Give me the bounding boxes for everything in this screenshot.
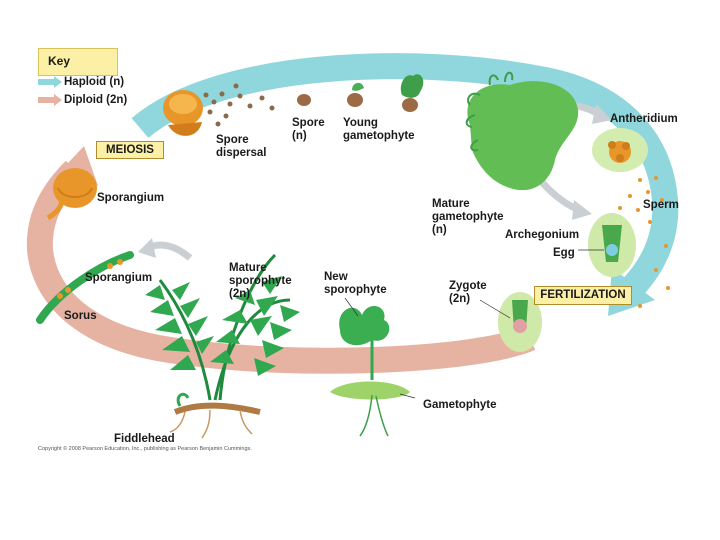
gametophyte-label: Gametophyte (423, 399, 497, 412)
haploid-key-arrow (38, 76, 64, 88)
haploid-cycle-arrow (140, 66, 665, 290)
fiddlehead-label: Fiddlehead (114, 433, 175, 446)
egg-cell (606, 244, 618, 256)
sorus-label: Sorus (64, 310, 97, 323)
fertilization-label: FERTILIZATION (534, 286, 632, 305)
spore-cell (297, 94, 311, 106)
gray-arrow-archegonium-head (572, 200, 592, 220)
spore-label: Spore(n) (292, 117, 325, 143)
archegonium (588, 213, 636, 277)
fiddlehead-shape (178, 394, 188, 406)
zygote-label: Zygote(2n) (449, 280, 487, 306)
antheridium-cells (592, 128, 648, 172)
open-sporangium (163, 90, 203, 136)
mature-gametophyte (467, 73, 578, 190)
gametophyte-base (330, 382, 410, 437)
meiosis-label: MEIOSIS (96, 141, 164, 159)
antheridium-label: Antheridium (610, 113, 678, 126)
diploid-key-arrow (38, 94, 64, 106)
copyright-text: Copyright © 2008 Pearson Education, Inc.… (38, 446, 252, 452)
key-diploid-label: Diploid (2n) (64, 94, 127, 106)
key-title: Key (48, 54, 70, 68)
sporangium-top-label: Sporangium (97, 192, 164, 205)
archegonium-label: Archegonium (505, 229, 579, 242)
rhizome (170, 406, 260, 438)
key-haploid-label: Haploid (n) (64, 76, 124, 88)
sperm-label: Sperm (643, 199, 679, 212)
young-gametophyte-small (347, 83, 364, 107)
gametophyte-leader (400, 394, 415, 398)
young-gametophyte-large (401, 74, 423, 112)
gray-arrow-sporangium-head (138, 238, 156, 258)
sporangium-left-label: Sporangium (85, 272, 152, 285)
egg-label: Egg (553, 247, 575, 260)
